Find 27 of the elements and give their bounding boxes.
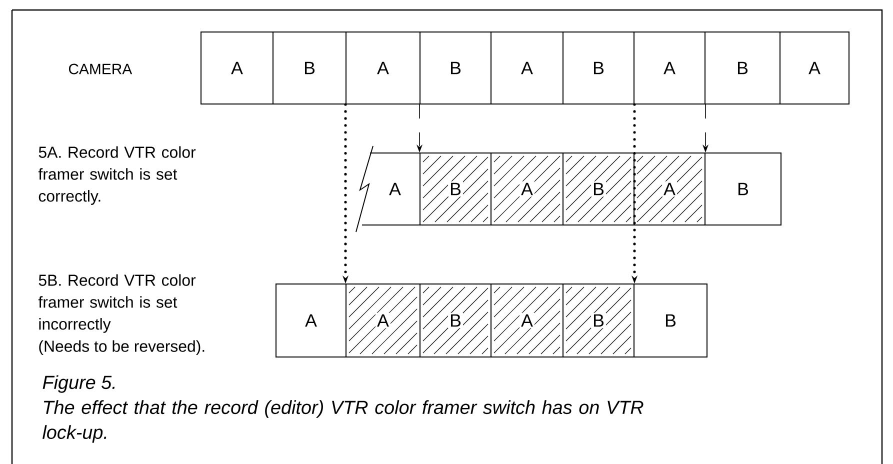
row-description: 5A. Record VTR color framer switch is set correctly. (38, 146, 196, 205)
figure-caption: The effect that the record (editor) VTR color framer switch has on VTR lock-up. (42, 400, 644, 443)
frame-cell: B (420, 32, 492, 104)
frame-cell: B (704, 152, 782, 226)
row-description: 5B. Record VTR color framer switch is set incorrectly (38, 274, 196, 333)
frame-cell: A (276, 284, 346, 358)
frame-cell: A (780, 32, 850, 104)
hatched-frame-cell: A (490, 284, 564, 358)
frame-cell: A (634, 32, 706, 104)
frame-cell: B (704, 32, 780, 104)
frame-cell: A (346, 32, 420, 104)
torn-frame-cell: A (356, 146, 420, 232)
frame-cell: B (562, 32, 634, 104)
hatched-frame-cell: A (634, 152, 706, 226)
hatched-frame-cell: B (420, 152, 492, 226)
row-label: CAMERA (68, 64, 132, 74)
frame-cell: B (272, 32, 346, 104)
row-note: (Needs to be reversed). (39, 340, 204, 356)
frame-cell: A (490, 32, 564, 104)
frame-cell: A (200, 32, 274, 104)
hatched-frame-cell: B (562, 284, 634, 358)
hatched-frame-cell: A (490, 152, 564, 226)
frame-cell: B (634, 284, 708, 358)
hatched-frame-cell: B (420, 284, 492, 358)
hatched-frame-cell: A (346, 284, 420, 358)
hatched-frame-cell: B (562, 152, 634, 226)
figure-number: Figure 5. (42, 375, 115, 393)
